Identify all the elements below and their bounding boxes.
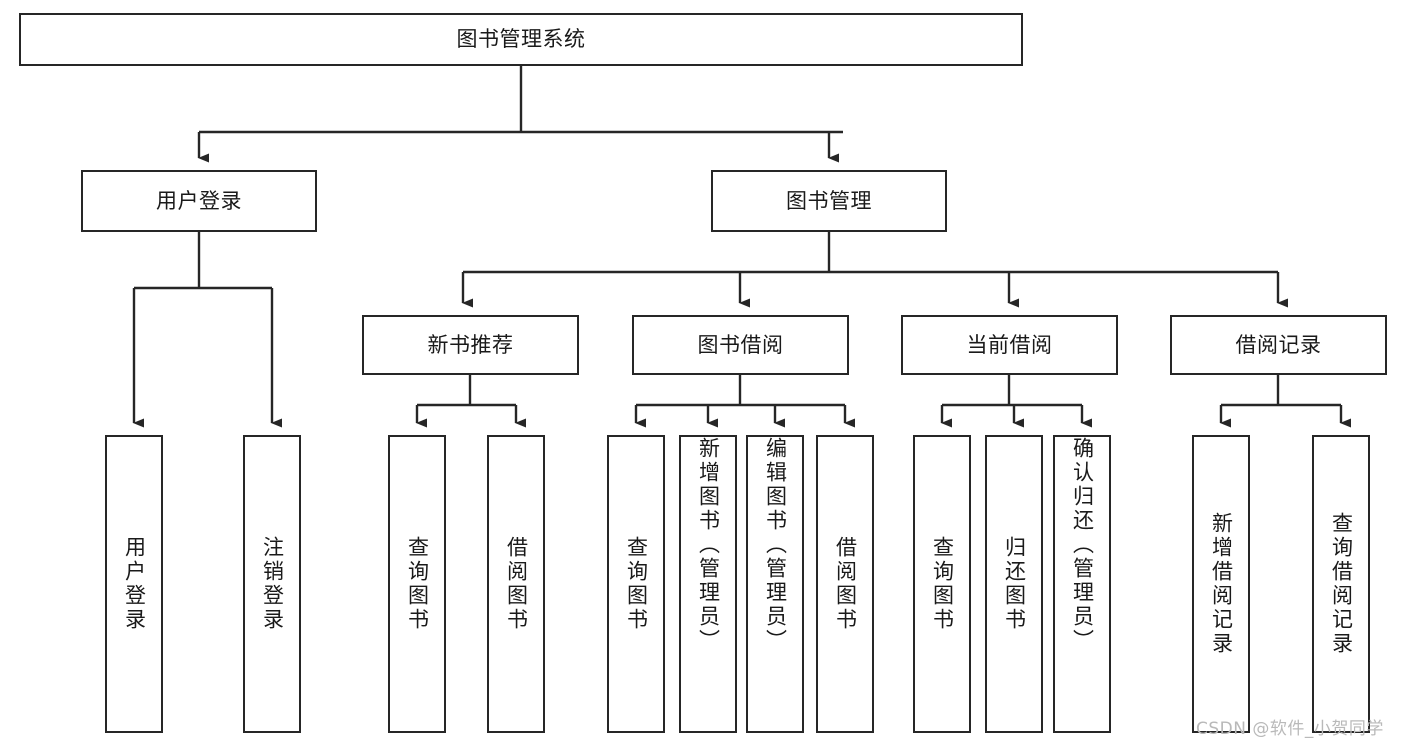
node-label: 新增图书（管理员） [696, 437, 721, 653]
node-label: 归还图书 [1002, 536, 1027, 632]
node-label: 注销登录 [260, 536, 285, 632]
node-user-login[interactable]: 用户登录 [81, 170, 317, 232]
node-label: 用户登录 [156, 188, 242, 213]
leaf-confirm-return-admin[interactable]: 确认归还（管理员） [1053, 435, 1111, 733]
leaf-add-book-admin[interactable]: 新增图书（管理员） [679, 435, 737, 733]
leaf-add-borrow-record[interactable]: 新增借阅记录 [1192, 435, 1250, 733]
leaf-query-book-borrow[interactable]: 查询图书 [607, 435, 665, 733]
node-label: 新增借阅记录 [1209, 512, 1234, 656]
node-label: 查询图书 [930, 536, 955, 632]
node-book-borrow[interactable]: 图书借阅 [632, 315, 849, 375]
node-label: 编辑图书（管理员） [763, 437, 788, 653]
leaf-user-login[interactable]: 用户登录 [105, 435, 163, 733]
leaf-edit-book-admin[interactable]: 编辑图书（管理员） [746, 435, 804, 733]
node-label: 用户登录 [122, 536, 147, 632]
leaf-query-borrow-record[interactable]: 查询借阅记录 [1312, 435, 1370, 733]
node-current-borrow[interactable]: 当前借阅 [901, 315, 1118, 375]
node-label: 查询图书 [405, 536, 430, 632]
node-new-book-recommend[interactable]: 新书推荐 [362, 315, 579, 375]
node-label: 图书管理系统 [456, 27, 586, 52]
leaf-borrow-book-recommend[interactable]: 借阅图书 [487, 435, 545, 733]
node-label: 新书推荐 [427, 332, 514, 357]
csdn-watermark: CSDN @软件_小贺同学 [1196, 719, 1384, 739]
node-label: 确认归还（管理员） [1070, 437, 1095, 653]
node-label: 查询图书 [624, 536, 649, 632]
leaf-logout-login[interactable]: 注销登录 [243, 435, 301, 733]
node-label: 借阅记录 [1235, 332, 1322, 357]
leaf-query-book-recommend[interactable]: 查询图书 [388, 435, 446, 733]
node-label: 查询借阅记录 [1329, 512, 1354, 656]
node-label: 当前借阅 [966, 332, 1053, 357]
node-root-system[interactable]: 图书管理系统 [19, 13, 1023, 66]
leaf-return-book[interactable]: 归还图书 [985, 435, 1043, 733]
node-label: 图书借阅 [697, 332, 784, 357]
node-label: 借阅图书 [833, 536, 858, 632]
node-book-management[interactable]: 图书管理 [711, 170, 947, 232]
leaf-borrow-book[interactable]: 借阅图书 [816, 435, 874, 733]
node-label: 借阅图书 [504, 536, 529, 632]
leaf-query-book-current[interactable]: 查询图书 [913, 435, 971, 733]
node-borrow-record[interactable]: 借阅记录 [1170, 315, 1387, 375]
node-label: 图书管理 [786, 188, 872, 213]
